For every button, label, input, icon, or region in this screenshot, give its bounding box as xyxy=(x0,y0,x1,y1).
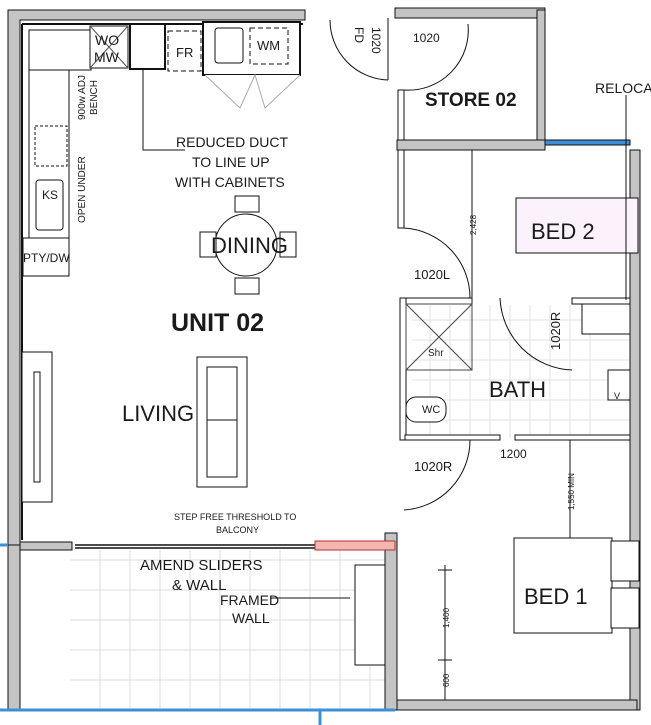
bed1-door-label: 1020R xyxy=(414,459,452,474)
bench-label-1: 900w ADJ xyxy=(77,75,88,120)
framed-note-1: FRAMED xyxy=(220,592,279,608)
sliders-note-2: & WALL xyxy=(172,577,226,594)
bath-door-label: 1020R xyxy=(548,312,563,350)
fixture-mw: MW xyxy=(94,49,120,65)
duct-note-2: TO LINE UP xyxy=(192,154,270,170)
step-free-note-1: STEP FREE THRESHOLD TO xyxy=(174,512,296,522)
relocate-label: RELOCA xyxy=(595,80,651,96)
room-label-dining: DINING xyxy=(211,233,288,258)
partition-walls xyxy=(354,89,631,666)
slider-highlight xyxy=(314,540,396,551)
room-label-living: LIVING xyxy=(122,401,194,426)
dining-table xyxy=(199,195,297,295)
dim-sill-600: 600 xyxy=(442,673,451,687)
duct-leader xyxy=(142,70,185,151)
window-bed2 xyxy=(544,139,631,146)
fixture-shr: Shr xyxy=(428,348,444,359)
dim-bath-opening: 1200 xyxy=(500,447,527,461)
tv-unit xyxy=(21,351,53,503)
balcony-sliders xyxy=(75,544,315,549)
sliders-note-1: AMEND SLIDERS xyxy=(140,557,263,574)
unit-label: UNIT 02 xyxy=(171,309,264,337)
balcony-tile-grid xyxy=(70,550,385,708)
fixture-wm: WM xyxy=(257,38,280,53)
window-balcony-edge xyxy=(0,543,395,725)
door-swings xyxy=(329,18,573,511)
dim-bed1-clear: 1,550 MIN xyxy=(567,473,576,510)
fd-size-label: 1020 xyxy=(369,27,383,54)
room-label-bed2: BED 2 xyxy=(531,219,595,244)
sofa xyxy=(196,356,248,488)
fixture-pty-dw: PTY/DW xyxy=(23,251,70,265)
step-free-note-2: BALCONY xyxy=(216,525,259,535)
dim-bed2-depth: 2,428 xyxy=(469,214,478,235)
bench-label-2: BENCH xyxy=(89,80,100,115)
framed-note-2: WALL xyxy=(232,610,270,626)
fixture-ks: KS xyxy=(42,188,58,202)
fixture-wo: WO xyxy=(95,32,119,48)
fixture-fr: FR xyxy=(176,45,193,60)
store-door-label: 1020 xyxy=(413,31,440,45)
duct-note-1: REDUCED DUCT xyxy=(176,134,288,150)
room-label-bath: BATH xyxy=(489,377,546,402)
room-label-store: STORE 02 xyxy=(425,90,517,111)
bath-tile-grid xyxy=(412,305,630,438)
bed-2 xyxy=(515,197,639,254)
fd-label: FD xyxy=(352,27,366,43)
fixture-v: V xyxy=(614,391,620,401)
open-under-label: OPEN UNDER xyxy=(77,156,88,223)
bath-fixtures xyxy=(405,303,631,423)
room-label-bed1: BED 1 xyxy=(524,584,588,609)
bed2-door-label: 1020L xyxy=(414,267,450,282)
dim-window-1400: 1,400 xyxy=(442,607,451,628)
fixture-wc: WC xyxy=(422,404,440,416)
duct-note-3: WITH CABINETS xyxy=(175,174,285,190)
kitchen-benches xyxy=(22,21,301,277)
bed-1 xyxy=(513,537,640,634)
walls xyxy=(7,7,641,711)
dimension-lines xyxy=(270,95,627,700)
